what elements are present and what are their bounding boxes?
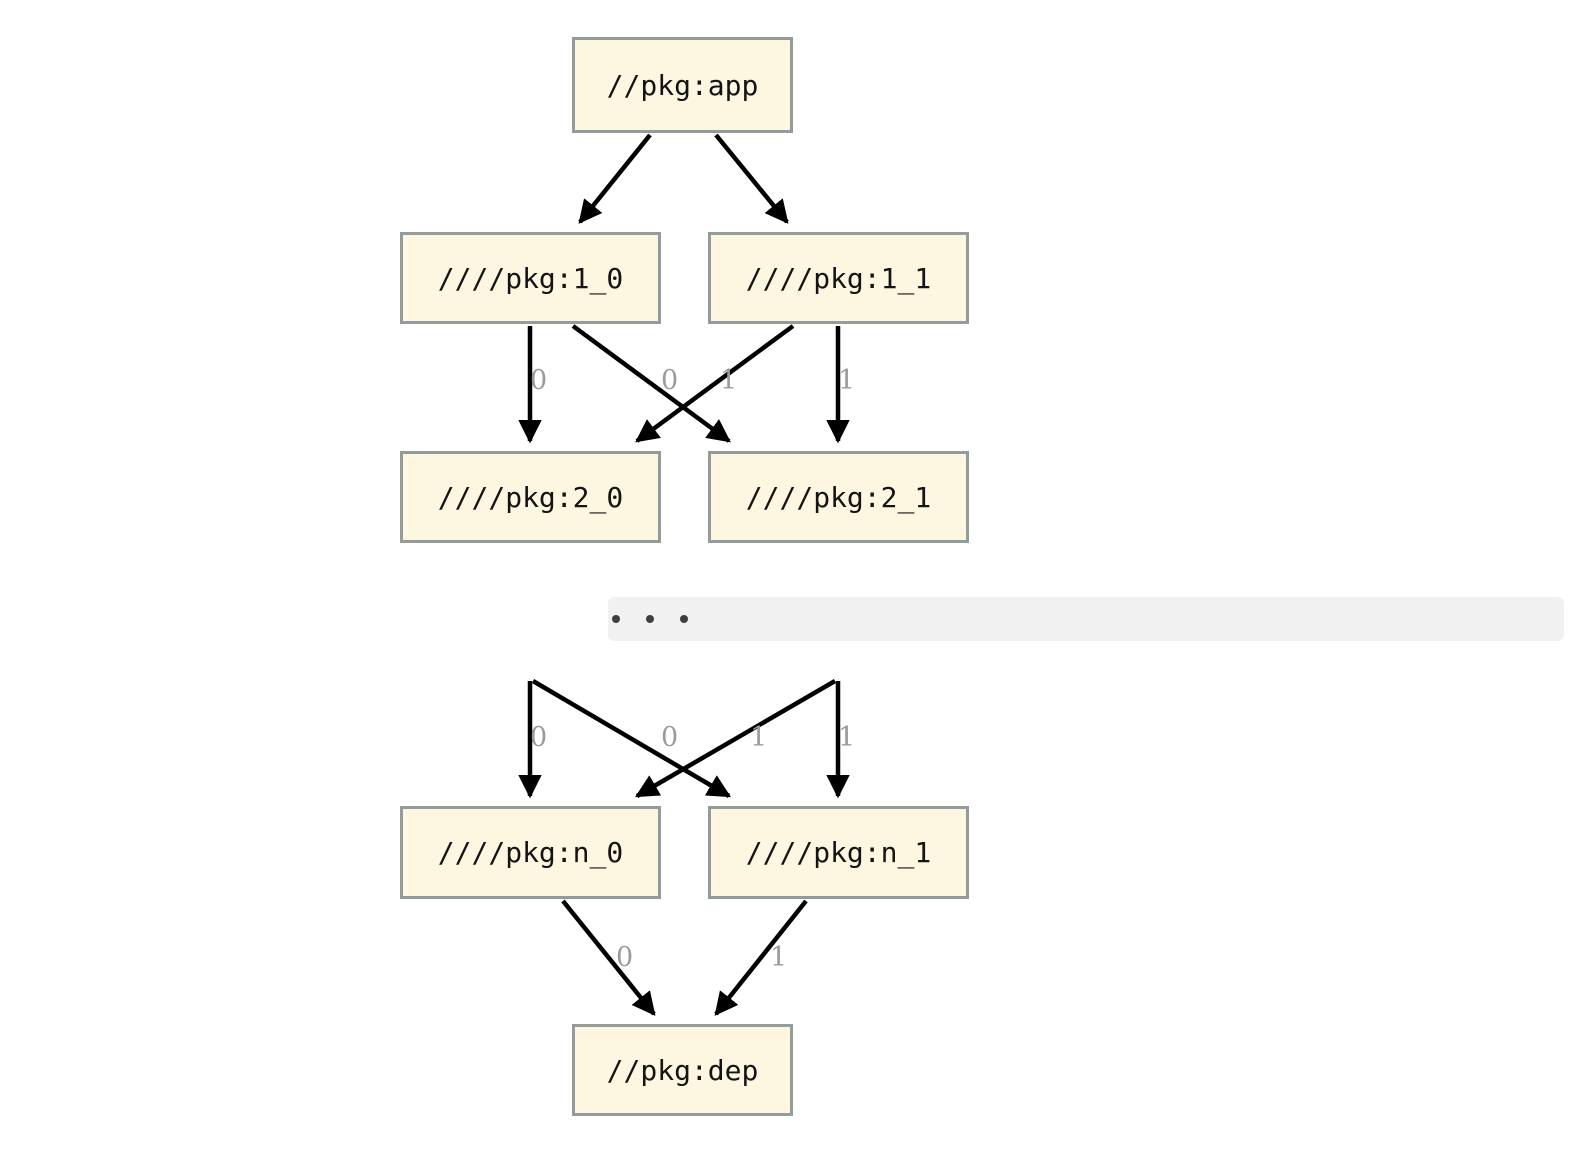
node-label: ////pkg:2_1 (745, 480, 932, 514)
ellipsis-dot-1 (612, 615, 620, 623)
edge-label-hidden-to-n_1-cross: 0 (661, 722, 679, 753)
edge-label-1_0-to-2_0: 0 (530, 365, 548, 396)
node-pkg-2_1[interactable]: ////pkg:2_1 (708, 451, 969, 543)
edge-1_0-to-2_1 (571, 324, 731, 443)
node-pkg-1_1[interactable]: ////pkg:1_1 (708, 232, 969, 324)
edge-label-1_0-to-2_1: 0 (661, 365, 679, 396)
edge-app-to-1_1 (714, 133, 789, 224)
node-label: ////pkg:2_0 (437, 480, 624, 514)
node-label: ////pkg:1_1 (745, 261, 932, 295)
node-pkg-n_1[interactable]: ////pkg:n_1 (708, 806, 969, 899)
node-pkg-n_0[interactable]: ////pkg:n_0 (400, 806, 661, 899)
node-pkg-1_0[interactable]: ////pkg:1_0 (400, 232, 661, 324)
ellipsis-dot-3 (680, 615, 688, 623)
edge-label-1_1-to-2_1: 1 (838, 365, 856, 396)
collapsed-levels-band (608, 597, 1564, 641)
edge-label-n_1-to-dep: 1 (770, 942, 788, 973)
node-label: //pkg:app (606, 68, 759, 102)
edge-n_1-to-dep (714, 899, 808, 1016)
node-label: ////pkg:1_0 (437, 261, 624, 295)
ellipsis-dot-2 (646, 615, 654, 623)
edge-hidden-to-n_1-cross (531, 679, 732, 798)
edge-app-to-1_0 (578, 133, 652, 224)
edge-n_0-to-dep (561, 899, 656, 1016)
edge-label-n_0-to-dep: 0 (616, 942, 634, 973)
node-dep[interactable]: //pkg:dep (572, 1024, 793, 1116)
node-label: //pkg:dep (606, 1053, 759, 1087)
node-app[interactable]: //pkg:app (572, 37, 793, 133)
node-label: ////pkg:n_1 (745, 836, 932, 869)
ellipsis-dots (612, 615, 688, 623)
node-pkg-2_0[interactable]: ////pkg:2_0 (400, 451, 661, 543)
edge-label-hidden-to-n_0-cross: 1 (750, 722, 768, 753)
node-label: ////pkg:n_0 (437, 836, 624, 869)
edge-label-1_1-to-2_0: 1 (720, 365, 738, 396)
edge-label-hidden-to-n_1: 1 (838, 722, 856, 753)
edge-label-hidden-to-n_0: 0 (530, 722, 548, 753)
